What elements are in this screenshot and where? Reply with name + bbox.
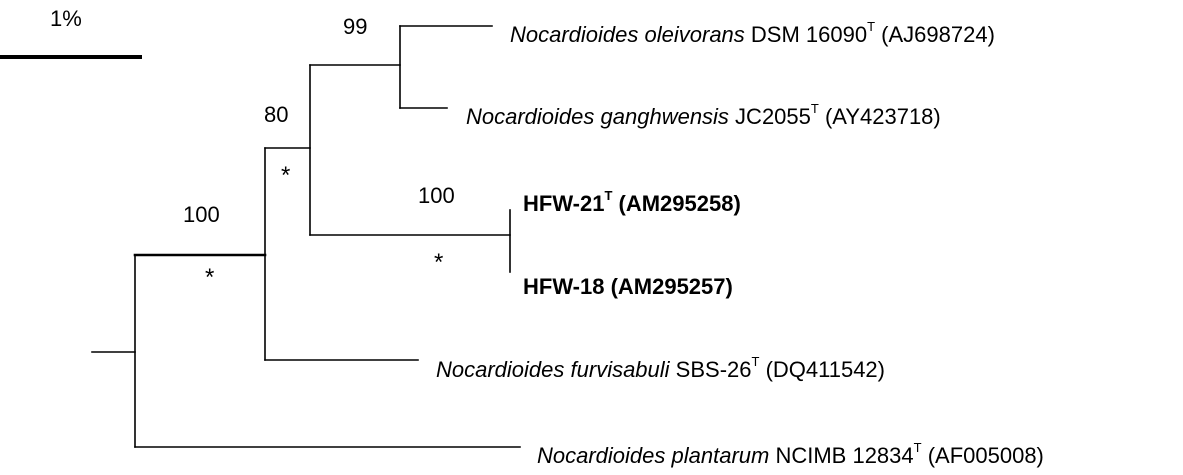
bootstrap-100-hfw: 100: [418, 183, 455, 208]
marker-clade-a: *: [281, 162, 290, 189]
tree-branches: [91, 25, 521, 448]
node-markers: * * *: [205, 162, 443, 291]
taxon-label-hfw-21: HFW-21T (AM295258): [523, 188, 741, 216]
taxon-label-furvisabuli: Nocardioides furvisabuli SBS-26T (DQ4115…: [436, 354, 885, 382]
taxon-label-plantarum: Nocardioides plantarum NCIMB 12834T (AF0…: [537, 440, 1044, 468]
taxon-labels: Nocardioides oleivorans DSM 16090T (AJ69…: [436, 19, 1044, 468]
bootstrap-values: 99 80 100 100: [183, 14, 455, 227]
scale-bar: 1%: [0, 6, 142, 59]
marker-ingroup: *: [205, 264, 214, 291]
bootstrap-100-ingroup: 100: [183, 202, 220, 227]
taxon-label-ganghwensis: Nocardioides ganghwensis JC2055T (AY4237…: [466, 101, 941, 129]
bootstrap-99: 99: [343, 14, 367, 39]
taxon-label-hfw-18: HFW-18 (AM295257): [523, 274, 733, 299]
bootstrap-80: 80: [264, 102, 288, 127]
taxon-label-oleivorans: Nocardioides oleivorans DSM 16090T (AJ69…: [510, 19, 995, 47]
scale-bar-label: 1%: [50, 6, 82, 31]
marker-hfw-pair: *: [434, 249, 443, 276]
